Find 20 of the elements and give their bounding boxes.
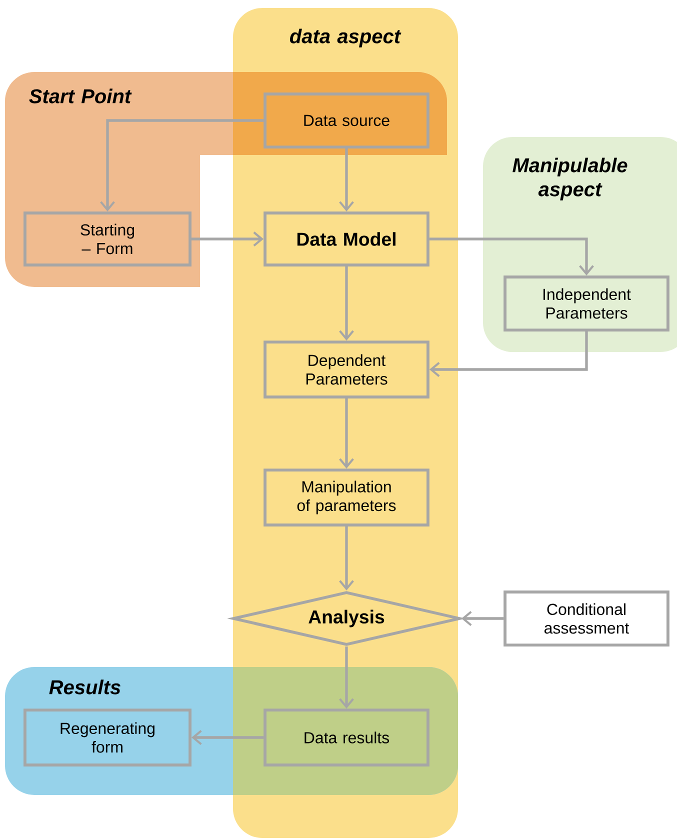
process-box: Starting – Form [24,212,192,266]
process-box: Manipulation of parameters [264,468,430,526]
arrow [339,526,354,590]
arrow [429,238,594,276]
process-box: Regenerating form [24,708,192,766]
process-box: Conditional assessment [504,590,670,646]
arrow [192,232,264,246]
process-box: Data source [264,92,430,148]
process-box: Dependent Parameters [264,340,430,398]
arrow [339,398,354,469]
process-box: Independent Parameters [504,276,670,332]
arrow [461,611,504,626]
arrow [339,148,354,212]
arrow [339,266,354,341]
process-box: Data Model [264,212,430,266]
arrow [429,332,588,377]
process-box: Data results [264,708,430,766]
arrow [192,730,264,745]
arrow [339,646,354,709]
arrow [100,119,264,212]
